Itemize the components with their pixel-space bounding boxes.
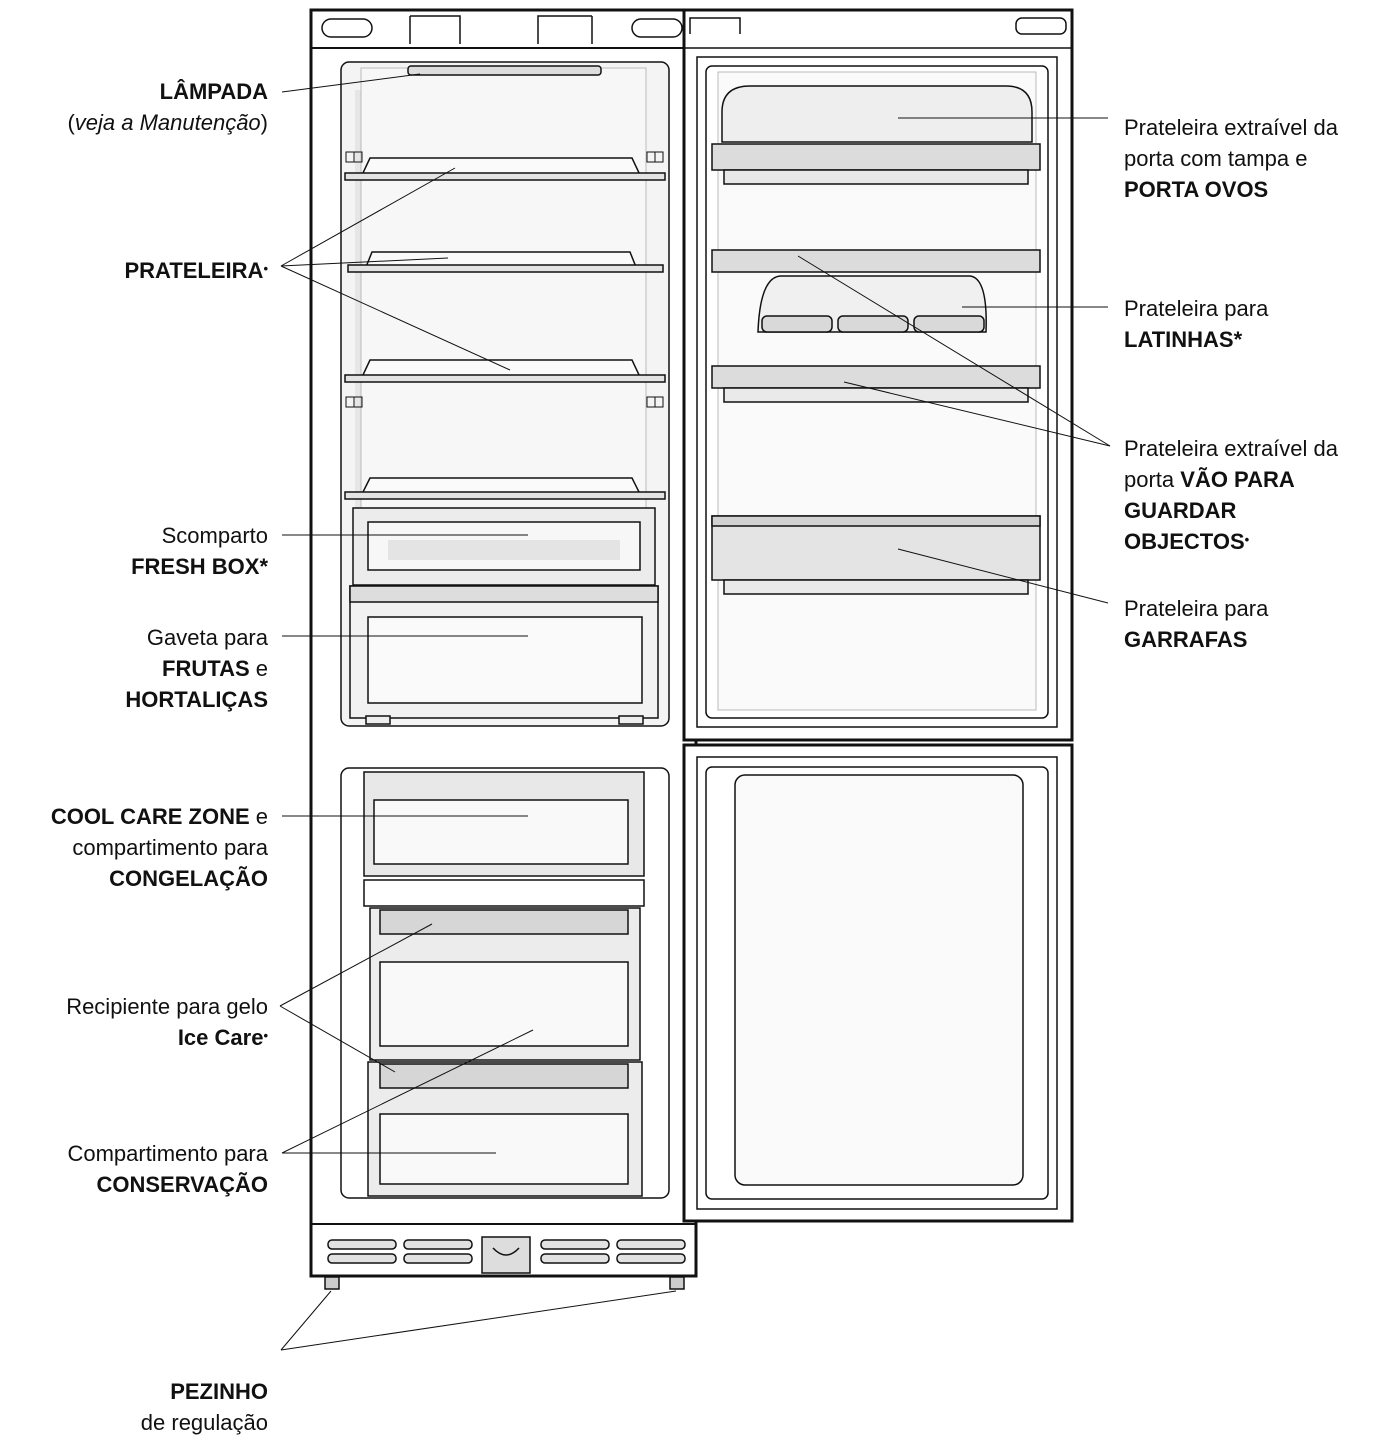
label-porta-ovos: Prateleira extraível da porta com tampa … [1124,115,1338,202]
label-pezinho: PEZINHO de regulação [140,1379,268,1435]
label-garrafas: Prateleira para GARRAFAS [1124,596,1269,652]
label-cool-care: COOL CARE ZONE e compartimento para CONG… [50,804,268,891]
label-latinhas: Prateleira para LATINHAS* [1124,296,1269,352]
foot-left [324,1276,340,1290]
label-prateleira: PRATELEIRA• [124,258,269,283]
door-shelf-2 [711,365,1041,389]
lamp [407,65,602,76]
label-vao: Prateleira extraível da porta VÃO PARA G… [1124,436,1338,554]
label-conservacao: Compartimento para CONSERVAÇÃO [67,1141,268,1197]
foot-right [669,1276,685,1290]
label-fresh-box: Scomparto FRESH BOX* [131,523,268,579]
label-lampada: LÂMPADA (veja a Manutenção) [67,79,268,135]
label-gaveta: Gaveta para FRUTAS e HORTALIÇAS [125,625,268,712]
egg-shelf [721,85,1033,143]
leader-lines [279,73,1111,1351]
door-shelf-vao [711,249,1041,273]
label-ice-care: Recipiente para gelo Ice Care• [66,994,268,1050]
